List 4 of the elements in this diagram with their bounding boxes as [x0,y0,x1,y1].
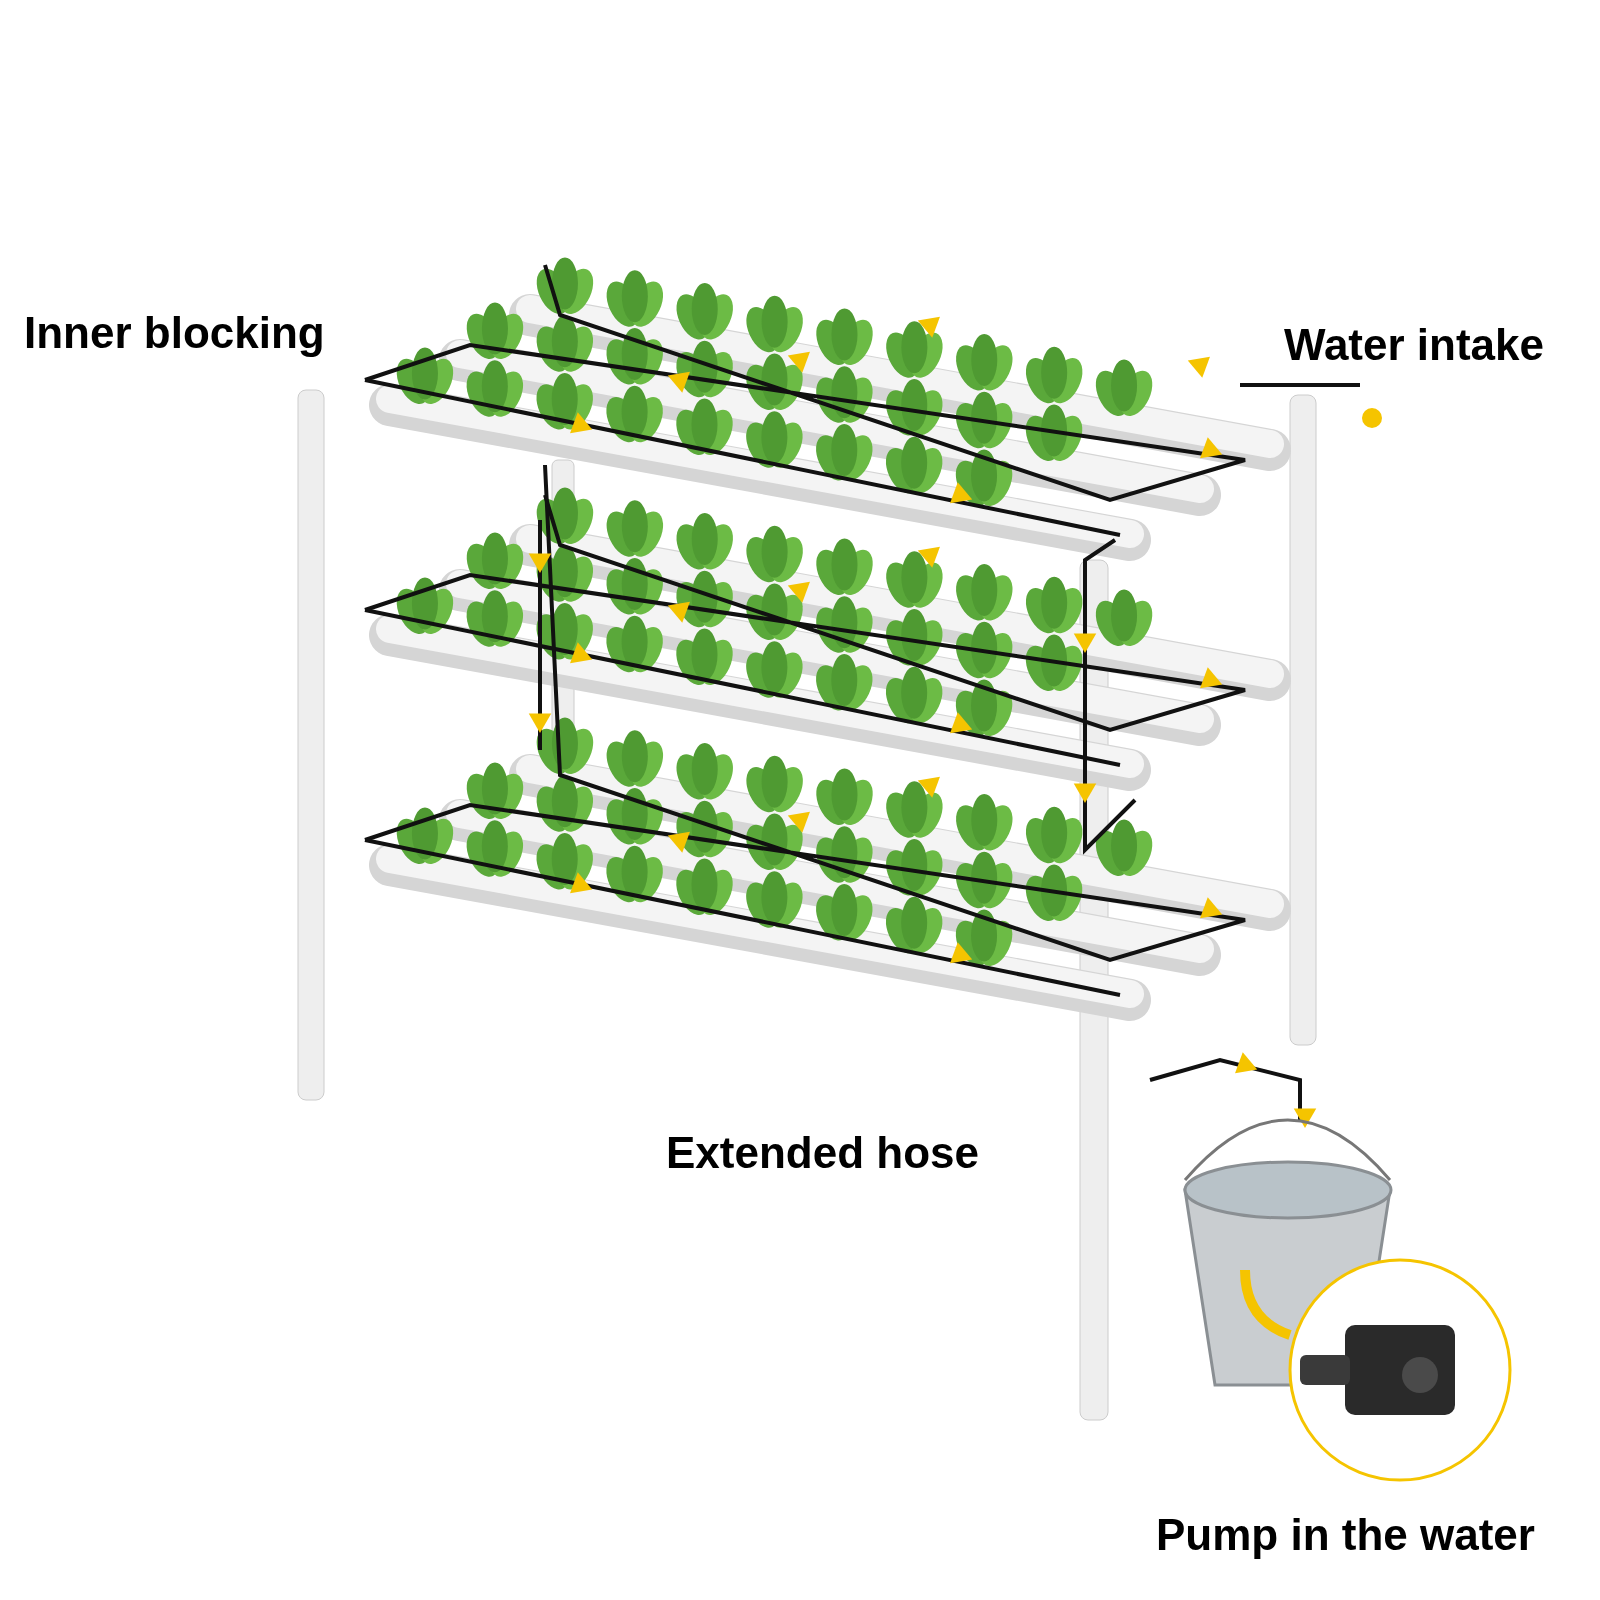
callout-label: Pump in the water [1156,1509,1535,1561]
callout-label: Inner blocking [24,307,325,359]
callout-label: Water intake [1284,319,1544,371]
callout-label: Extended hose [666,1127,979,1179]
